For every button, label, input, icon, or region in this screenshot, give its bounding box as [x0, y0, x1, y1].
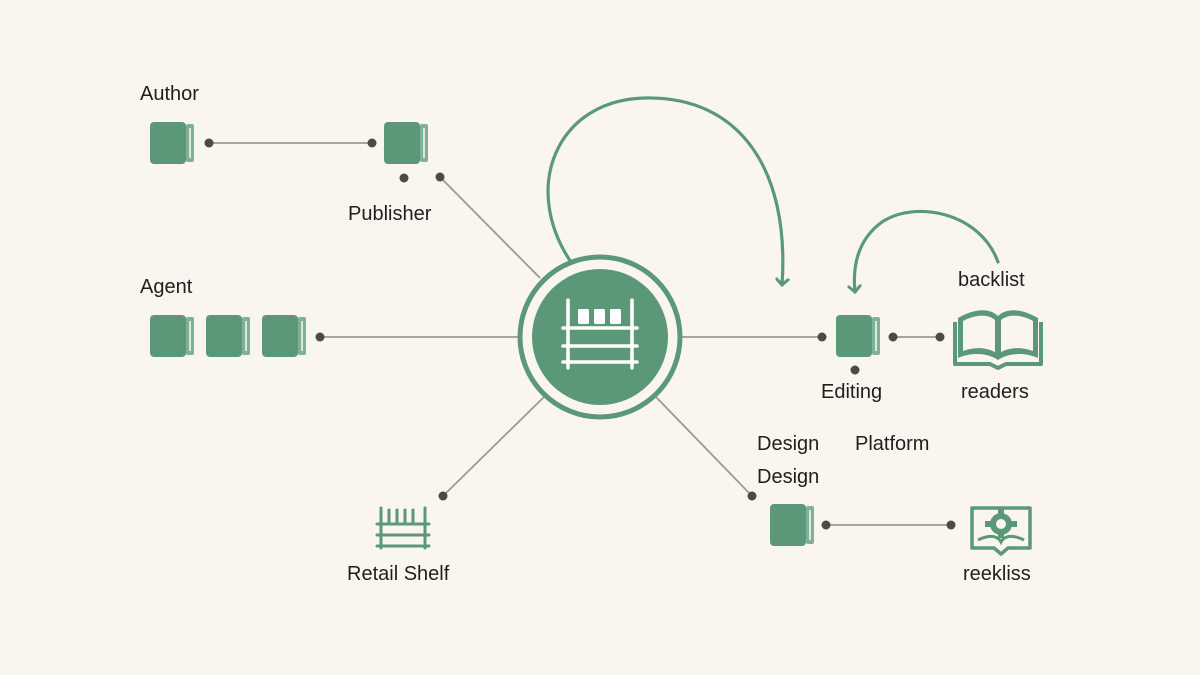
- dot: [821, 520, 831, 530]
- agent-node[interactable]: [149, 314, 307, 358]
- retail-shelf-node[interactable]: [375, 506, 431, 550]
- author-node[interactable]: [149, 121, 195, 165]
- dot: [935, 332, 945, 342]
- connector-publisher-hub: [439, 176, 541, 279]
- publisher-label: Publisher: [348, 203, 432, 225]
- connector-dots: [204, 138, 956, 530]
- dot: [817, 332, 827, 342]
- author-label: Author: [140, 83, 199, 105]
- loop-arrow-hub-to-editing: [546, 96, 783, 287]
- design-label-1: Design: [757, 433, 820, 455]
- design-label-2: Design: [757, 466, 820, 488]
- dot: [367, 138, 377, 148]
- agent-label: Agent: [140, 276, 193, 298]
- shelf-icon: [375, 506, 431, 550]
- dot: [747, 491, 757, 501]
- dot: [438, 491, 448, 501]
- book-icon: [205, 314, 251, 358]
- design-node[interactable]: [769, 503, 815, 547]
- dot: [399, 173, 409, 183]
- connectors: [209, 142, 951, 526]
- book-icon: [261, 314, 307, 358]
- reekliss-node[interactable]: [970, 506, 1032, 556]
- readers-node[interactable]: [953, 310, 1043, 370]
- book-icon: [149, 314, 195, 358]
- publisher-node[interactable]: [383, 121, 429, 165]
- book-icon: [769, 503, 815, 547]
- retail-shelf-label: Retail Shelf: [347, 563, 450, 585]
- gear-book-icon: [970, 506, 1032, 556]
- dot: [315, 332, 325, 342]
- connector-hub-retail: [442, 395, 546, 497]
- book-icon: [383, 121, 429, 165]
- bookshelf-icon: [561, 298, 639, 370]
- hub-node[interactable]: [517, 254, 683, 420]
- dot: [946, 520, 956, 530]
- dot: [204, 138, 214, 148]
- loop-arrow-backlist-to-editing: [854, 209, 1000, 294]
- open-book-icon: [953, 310, 1043, 370]
- book-icon: [835, 314, 881, 358]
- reekliss-label: reekliss: [963, 563, 1031, 585]
- editing-label: Editing: [821, 381, 883, 403]
- book-icon: [149, 121, 195, 165]
- dot: [850, 365, 860, 375]
- dot: [888, 332, 898, 342]
- editing-node[interactable]: [835, 314, 881, 358]
- dot: [435, 172, 445, 182]
- backlist-label: backlist: [958, 269, 1025, 291]
- connector-hub-design: [654, 395, 753, 497]
- readers-label: readers: [961, 381, 1029, 403]
- platform-label: Platform: [855, 433, 930, 455]
